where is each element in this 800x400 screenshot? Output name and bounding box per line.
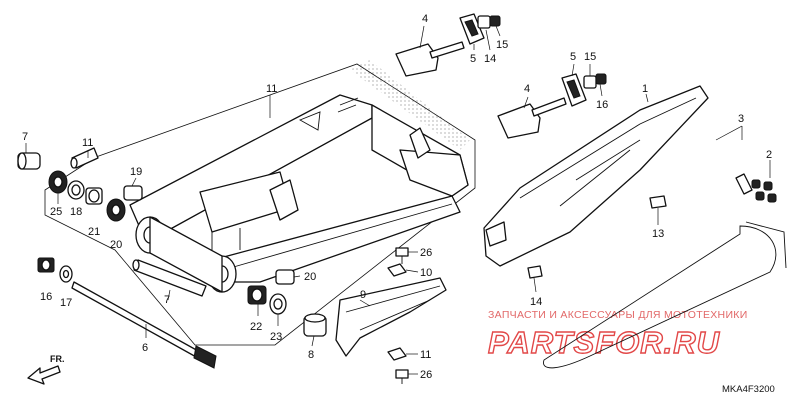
chain-slider-10 [335, 277, 447, 357]
callout-2: 2 [766, 149, 772, 161]
callout-6: 6 [142, 342, 148, 354]
callout-16a: 15 [496, 39, 508, 51]
chain-guard-1 [483, 85, 709, 267]
bolt-14-lower [527, 265, 543, 279]
adjuster-4-lower [497, 97, 567, 139]
callout-11b: 11 [420, 349, 431, 361]
bearing-23 [247, 285, 267, 305]
seal-19 [67, 180, 85, 200]
nut-16-lower [595, 73, 607, 85]
collar-20-lower [275, 269, 295, 285]
adjuster-4-upper [395, 41, 465, 77]
callout-25: 25 [50, 206, 62, 218]
callout-5a: 5 [470, 53, 476, 65]
callout-21: 20 [110, 239, 122, 251]
callout-9: 8 [308, 349, 314, 361]
bearing-21 [106, 198, 126, 222]
front-direction-label: FR. [50, 354, 65, 364]
callout-4b: 4 [524, 83, 530, 95]
chain-joint-2 [735, 173, 777, 203]
nut-11-lower [387, 347, 407, 361]
callout-1: 1 [642, 83, 648, 95]
callout-17: 16 [40, 291, 52, 303]
callout-20a: 19 [130, 166, 142, 178]
nut-15-lower [583, 75, 597, 89]
swingarm [129, 94, 469, 293]
plate-5-upper [459, 13, 485, 45]
washer-18 [59, 265, 73, 283]
nut-16-upper [489, 15, 501, 27]
pivot-bolt-6 [71, 281, 217, 369]
collar-9 [303, 313, 327, 337]
swingarm-shading [350, 60, 470, 150]
collar-20-upper [123, 185, 143, 201]
callout-22: 21 [88, 226, 100, 238]
callout-20b: 20 [304, 271, 316, 283]
leader-lines [25, 25, 771, 375]
bolt-26-upper [395, 247, 409, 264]
nut-17 [37, 257, 55, 273]
bearing-25 [48, 170, 68, 194]
watermark: ЗАПЧАСТИ И АКСЕССУАРЫ ДЛЯ МОТОТЕХНИКИ PA… [487, 309, 748, 361]
seal-24 [269, 293, 287, 315]
callouts: 11 7 11 19 25 18 21 20 16 17 7 6 20 22 2… [22, 13, 772, 381]
callout-3: 3 [738, 113, 744, 125]
callout-18: 17 [60, 297, 72, 309]
callout-14a: 13 [652, 228, 664, 240]
plate-5-lower [561, 73, 587, 107]
callout-10: 9 [360, 289, 366, 301]
bearing-22 [85, 187, 103, 205]
callout-26b: 26 [420, 369, 432, 381]
nut-11-upper [387, 263, 407, 277]
callout-11a: 10 [420, 267, 432, 279]
front-direction-arrow: FR. [27, 354, 65, 385]
callout-19: 18 [70, 206, 82, 218]
callout-13: 11 [82, 137, 93, 149]
drive-chain-3 [543, 221, 787, 369]
nut-15-upper [477, 15, 491, 29]
callout-16b: 16 [596, 99, 608, 111]
diagram-code: MKA4F3200 [722, 384, 775, 395]
callout-14b: 14 [530, 296, 542, 308]
callout-26a: 26 [420, 247, 432, 259]
callout-12: 11 [266, 83, 277, 95]
callout-8: 7 [22, 131, 28, 143]
callout-4a: 4 [422, 13, 428, 25]
callout-15a: 14 [484, 53, 496, 65]
bolt-26-lower [395, 369, 409, 384]
callout-7: 7 [164, 294, 170, 306]
callout-23: 22 [250, 321, 262, 333]
callout-24: 23 [270, 331, 282, 343]
pipe-7 [132, 259, 207, 297]
watermark-brand: PARTSFOR.RU [488, 325, 721, 360]
pipe-13 [70, 147, 99, 169]
collar-8 [17, 152, 41, 170]
bolt-14-upper [649, 195, 667, 209]
callout-5b: 5 [570, 51, 576, 63]
watermark-subtitle: ЗАПЧАСТИ И АКСЕССУАРЫ ДЛЯ МОТОТЕХНИКИ [488, 309, 748, 321]
callout-15b: 15 [584, 51, 596, 63]
